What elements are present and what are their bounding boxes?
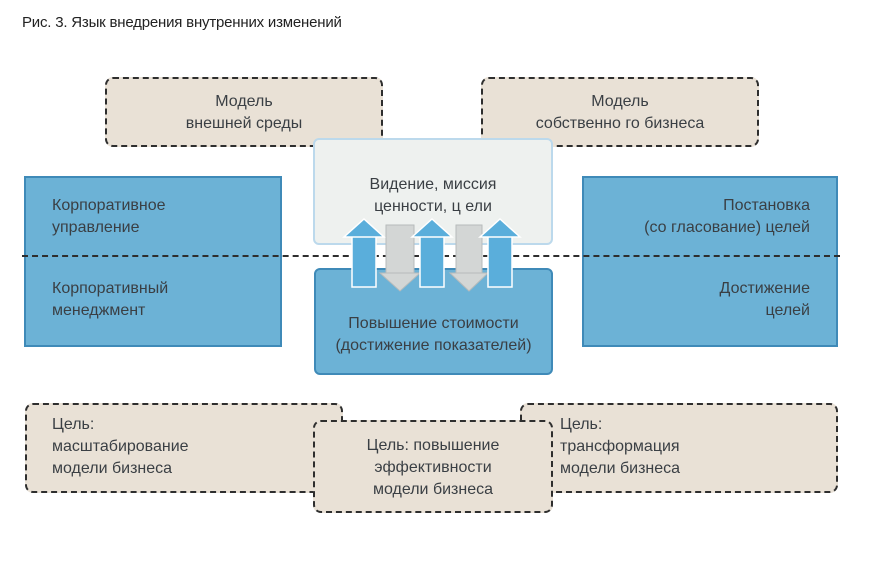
box-line: менеджмент [52, 302, 146, 319]
goal-setting-box: Постановка (со гласование) целей Достиже… [582, 176, 838, 347]
box-line: внешней среды [185, 115, 303, 132]
external-environment-model-box: Модель внешней среды [105, 77, 383, 147]
box-line: Корпоративный [52, 280, 169, 297]
box-line: Корпоративное [52, 197, 166, 214]
box-line: (достижение показателей) [335, 337, 532, 354]
box-line: модели бизнеса [560, 460, 681, 477]
goal-scaling-box: Цель: масштабирование модели бизнеса [25, 403, 343, 493]
goal-transformation-box: Цель: трансформация модели бизнеса [520, 403, 838, 493]
box-line: Цель: [52, 416, 95, 433]
box-line: модели бизнеса [372, 481, 494, 498]
corporate-governance-box: Корпоративное управление Корпоративный м… [24, 176, 282, 347]
up-arrow-icon [342, 217, 386, 288]
goal-efficiency-box: Цель: повышение эффективности модели биз… [313, 420, 553, 513]
box-line: целей [765, 302, 810, 319]
box-line: Достижение [719, 280, 810, 297]
box-line: Модель [591, 93, 649, 110]
box-line: Видение, миссия [369, 176, 497, 193]
box-line: масштабирование [52, 438, 189, 455]
box-line: собственно го бизнеса [535, 115, 705, 132]
box-line: (со гласование) целей [644, 219, 810, 236]
box-line: Модель [215, 93, 273, 110]
box-line: управление [52, 219, 140, 236]
arrows-group [342, 217, 522, 292]
box-line: Постановка [723, 197, 810, 214]
box-line: трансформация [560, 438, 680, 455]
down-arrow-icon [378, 224, 422, 292]
box-line: Цель: [560, 416, 603, 433]
box-line: ценности, ц ели [374, 198, 492, 215]
box-line: эффективности [374, 459, 492, 476]
box-line: Цель: повышение [366, 437, 500, 454]
up-arrow-icon [410, 217, 454, 288]
box-line: модели бизнеса [52, 460, 173, 477]
figure-caption: Рис. 3. Язык внедрения внутренних измене… [22, 14, 342, 31]
up-arrow-icon [478, 217, 522, 288]
own-business-model-box: Модель собственно го бизнеса [481, 77, 759, 147]
box-line: Повышение стоимости [348, 315, 519, 332]
down-arrow-icon [448, 224, 490, 292]
